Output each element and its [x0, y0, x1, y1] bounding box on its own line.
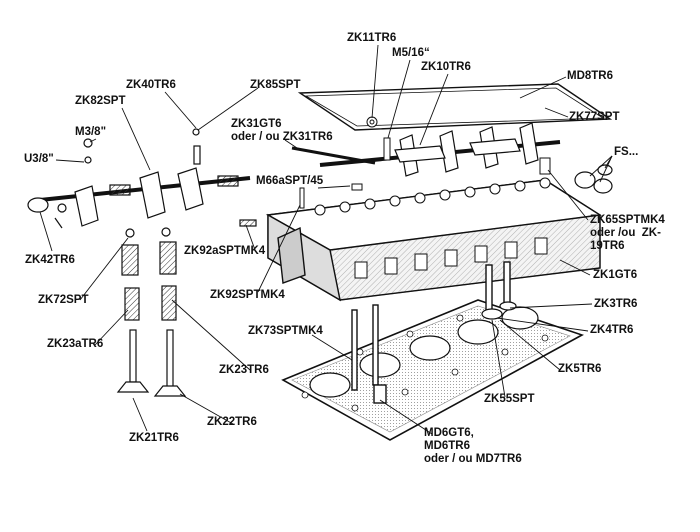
left-rocker-assembly — [27, 128, 251, 229]
cylinder-head-gasket — [281, 299, 584, 441]
label-zk42tr6: ZK42TR6 — [25, 254, 75, 266]
leader-line — [311, 334, 353, 361]
label-zk23atr6: ZK23aTR6 — [47, 338, 104, 350]
rocker-shaft-rod — [291, 146, 376, 165]
label-fs: FS... — [614, 146, 639, 158]
leader-line — [599, 155, 613, 183]
label-zk73sptmk4: ZK73SPTMK4 — [248, 325, 323, 337]
leader-lines — [39, 44, 613, 435]
push-rods — [351, 261, 511, 404]
leader-line — [179, 393, 234, 425]
label-zk23tr6: ZK23TR6 — [219, 364, 269, 376]
leader-line — [604, 155, 613, 169]
leader-line — [164, 91, 197, 129]
leader-line — [132, 397, 148, 432]
leader-line — [491, 319, 506, 398]
cylinder-head — [265, 177, 603, 302]
label-zk72spt: ZK72SPT — [38, 294, 89, 306]
rocker-cover-gasket — [297, 83, 613, 131]
leader-line — [39, 211, 53, 252]
label-zk21tr6: ZK21TR6 — [129, 432, 179, 444]
leader-line — [519, 76, 567, 99]
leader-line — [121, 107, 151, 171]
leader-line — [79, 237, 129, 301]
label-m5-16: M5/16“ — [392, 47, 430, 59]
label-m3-8: M3/8" — [75, 126, 107, 138]
valve-springs — [121, 219, 257, 321]
leader-line — [284, 139, 301, 151]
label-zk31: ZK31GT6 oder / ou ZK31TR6 — [231, 118, 333, 143]
label-zk1gt6: ZK1GT6 — [593, 269, 638, 281]
leader-line — [387, 59, 411, 139]
rocker-shaft-assembly — [319, 122, 561, 177]
leader-line — [197, 87, 259, 131]
leader-line — [544, 107, 569, 118]
leader-line — [499, 319, 561, 371]
label-zk4tr6: ZK4TR6 — [590, 324, 634, 336]
leader-line — [317, 185, 351, 189]
leader-line — [94, 309, 129, 346]
leader-line — [559, 259, 591, 276]
label-m66aspt: M66aSPT/45 — [256, 175, 324, 187]
label-md8tr6: MD8TR6 — [567, 70, 614, 82]
tappet-washers — [481, 301, 517, 320]
leader-line — [547, 169, 589, 221]
leader-line — [171, 299, 251, 371]
label-u3-8: U3/8" — [24, 153, 54, 165]
leader-line — [245, 224, 256, 251]
leader-line — [419, 73, 449, 146]
label-zk92sptmk4: ZK92SPTMK4 — [210, 289, 285, 301]
label-zk55spt: ZK55SPT — [484, 393, 535, 405]
leader-line — [589, 155, 613, 177]
label-zk11tr6: ZK11TR6 — [347, 32, 397, 44]
leader-line — [509, 303, 593, 309]
leader-line — [496, 317, 589, 332]
label-zk92aspt: ZK92aSPTMK4 — [184, 245, 266, 257]
leader-line — [55, 159, 85, 163]
leader-line — [89, 138, 97, 143]
label-zk10tr6: ZK10TR6 — [421, 61, 471, 73]
label-zk5tr6: ZK5TR6 — [558, 363, 602, 375]
label-zk85spt: ZK85SPT — [250, 79, 301, 91]
label-zk82spt: ZK82SPT — [75, 95, 126, 107]
valves — [116, 227, 187, 397]
leader-line — [371, 44, 379, 119]
label-md6: MD6GT6, MD6TR6 oder / ou MD7TR6 — [424, 427, 522, 465]
leader-line — [257, 204, 301, 293]
label-zk77spt: ZK77SPT — [569, 111, 620, 123]
label-zk22tr6: ZK22TR6 — [207, 416, 257, 428]
label-zk40tr6: ZK40TR6 — [126, 79, 176, 91]
oil-filler-cap — [574, 164, 613, 194]
leader-line — [379, 399, 433, 435]
label-zk3tr6: ZK3TR6 — [594, 298, 638, 310]
label-zk65: ZK65SPTMK4 oder /ou ZK- 19TR6 — [590, 214, 665, 252]
